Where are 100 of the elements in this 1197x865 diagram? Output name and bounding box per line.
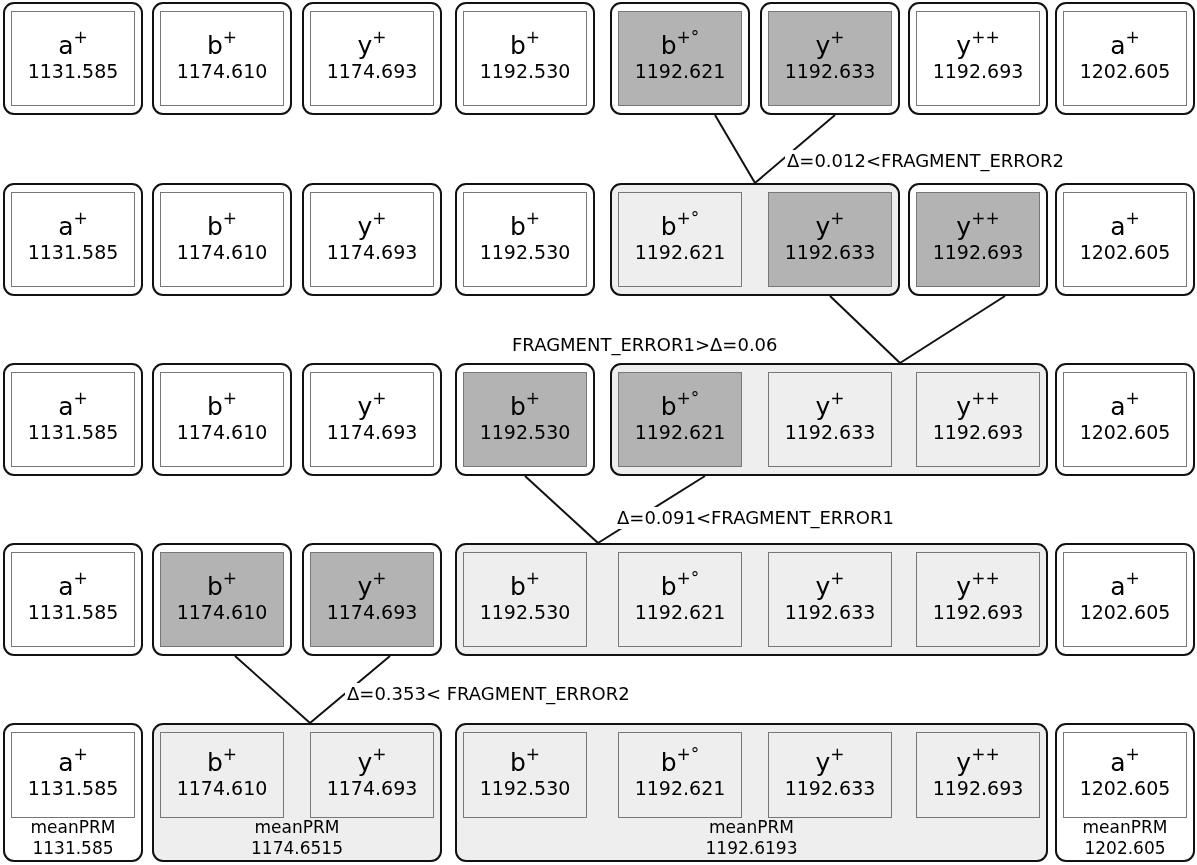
peak-box: [618, 552, 742, 647]
ion-label: y$^{+}$: [815, 394, 845, 421]
peak-box: [768, 552, 892, 647]
group-box: [152, 363, 292, 476]
group-box: [302, 2, 442, 115]
peak-box: [916, 11, 1040, 106]
ion-label: a$^{+}$: [58, 574, 88, 601]
peak-box: [1063, 732, 1187, 818]
ion-label: b$^{+}$: [206, 214, 238, 241]
mean-value-label: meanPRM 1202.605: [1081, 817, 1169, 858]
mass-value: 1192.621: [634, 420, 726, 445]
group-box: [3, 363, 143, 476]
mass-value: 1174.610: [176, 775, 268, 801]
group-box: [3, 723, 143, 862]
peak-box: [11, 372, 135, 467]
mass-value: 1192.693: [932, 59, 1024, 84]
ion-label: y$^{++}$: [956, 749, 1000, 776]
peak-box: [160, 372, 284, 467]
peak-box: [463, 732, 587, 818]
peak-box: [463, 552, 587, 647]
peak-box: [916, 552, 1040, 647]
ion-label: y$^{+}$: [815, 574, 845, 601]
connector-line: [714, 114, 756, 184]
mass-value: 1202.605: [1079, 240, 1171, 265]
mass-value: 1192.621: [634, 775, 726, 801]
ion-label: a$^{+}$: [58, 749, 88, 776]
ion-label: y$^{+}$: [815, 214, 845, 241]
ion-label: b$^{+°}$: [660, 749, 700, 776]
mass-value: 1192.530: [479, 59, 571, 84]
peak-box: [310, 11, 434, 106]
group-box: [908, 183, 1048, 296]
group-box: [302, 363, 442, 476]
group-box: [3, 2, 143, 115]
ion-label: y$^{++}$: [956, 214, 1000, 241]
peak-box: [160, 732, 284, 818]
edge-label: Δ=0.012<FRAGMENT_ERROR2: [785, 150, 1066, 172]
group-box: [908, 2, 1048, 115]
peak-box: [160, 552, 284, 647]
ion-label: a$^{+}$: [58, 394, 88, 421]
group-box: [455, 363, 595, 476]
group-box: [1055, 2, 1195, 115]
group-box: [455, 183, 595, 296]
ion-label: y$^{+}$: [357, 394, 387, 421]
group-box: [760, 2, 900, 115]
mass-value: 1202.605: [1079, 420, 1171, 445]
group-box: [455, 2, 595, 115]
ion-label: b$^{+}$: [509, 394, 541, 421]
connector-line: [899, 295, 1006, 364]
peak-box: [160, 11, 284, 106]
mass-value: 1174.610: [176, 59, 268, 84]
ion-label: a$^{+}$: [58, 33, 88, 60]
ion-label: a$^{+}$: [58, 214, 88, 241]
mass-value: 1131.585: [27, 420, 119, 445]
ion-label: y$^{+}$: [357, 33, 387, 60]
mass-value: 1192.693: [932, 776, 1024, 801]
mass-value: 1192.633: [784, 600, 876, 625]
peak-box: [11, 192, 135, 287]
peak-box: [1063, 552, 1187, 647]
ion-label: a$^{+}$: [1110, 749, 1140, 776]
mass-value: 1192.621: [634, 240, 726, 265]
mass-value: 1174.693: [326, 420, 418, 445]
ion-label: a$^{+}$: [1110, 214, 1140, 241]
peak-box: [310, 732, 434, 818]
peak-box: [768, 372, 892, 467]
ion-label: b$^{+}$: [509, 214, 541, 241]
peak-box: [618, 372, 742, 467]
peak-box: [310, 552, 434, 647]
ion-label: b$^{+}$: [206, 394, 238, 421]
mass-value: 1192.530: [479, 600, 571, 625]
peak-box: [310, 372, 434, 467]
edge-label: Δ=0.091<FRAGMENT_ERROR1: [615, 507, 896, 529]
peak-box: [916, 372, 1040, 467]
peak-box: [916, 732, 1040, 818]
mean-value-label: meanPRM 1192.6193: [704, 817, 799, 858]
peak-box: [1063, 192, 1187, 287]
group-box: [455, 723, 1048, 862]
ion-label: b$^{+}$: [509, 33, 541, 60]
group-box: [3, 543, 143, 656]
mass-value: 1192.633: [784, 59, 876, 84]
mass-value: 1202.605: [1079, 775, 1171, 801]
ion-label: b$^{+}$: [206, 33, 238, 60]
group-box: [1055, 183, 1195, 296]
mass-value: 1174.693: [326, 59, 418, 84]
mass-value: 1192.530: [479, 775, 571, 801]
peak-box: [11, 552, 135, 647]
mass-value: 1202.605: [1079, 59, 1171, 84]
mass-value: 1174.610: [176, 240, 268, 265]
peak-box: [916, 192, 1040, 287]
group-box: [1055, 543, 1195, 656]
ion-label: y$^{++}$: [956, 574, 1000, 601]
mass-value: 1131.585: [27, 59, 119, 84]
group-box: [302, 543, 442, 656]
peak-box: [768, 732, 892, 818]
peak-box: [310, 192, 434, 287]
mass-value: 1174.610: [176, 600, 268, 625]
ion-label: a$^{+}$: [1110, 33, 1140, 60]
peak-box: [618, 732, 742, 818]
ion-label: b$^{+}$: [206, 749, 238, 776]
peak-box: [463, 372, 587, 467]
peak-box: [1063, 372, 1187, 467]
